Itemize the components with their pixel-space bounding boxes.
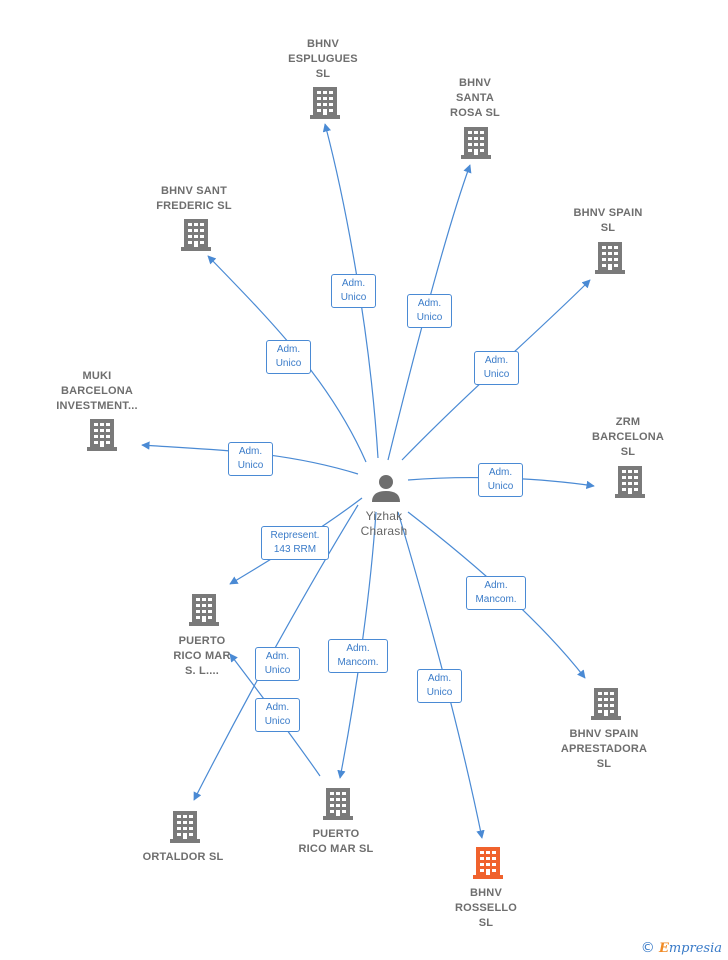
building-icon-puerto-rico-sl[interactable] bbox=[323, 788, 353, 820]
building-icon-puerto-rico-sl-dots[interactable] bbox=[189, 594, 219, 626]
edge-label-santa-rosa[interactable]: Adm.Unico bbox=[407, 294, 452, 328]
edge-to-santa-rosa bbox=[387, 164, 472, 461]
edge-label-sant-frederic[interactable]: Adm.Unico bbox=[266, 340, 311, 374]
edge-label-puerto-rico-sl-dots[interactable]: Represent.143 RRM bbox=[261, 526, 329, 560]
edge-label-esplugues[interactable]: Adm.Unico bbox=[331, 274, 376, 308]
building-icon-spain-apre[interactable] bbox=[591, 688, 621, 720]
edge-to-esplugues bbox=[322, 123, 379, 459]
edge-label-ortaldor[interactable]: Adm.Unico bbox=[255, 647, 300, 681]
building-icon-esplugues[interactable] bbox=[310, 87, 340, 119]
empresia-logo: © Empresia bbox=[640, 940, 722, 956]
edge-label-spain[interactable]: Adm.Unico bbox=[474, 351, 519, 385]
edge-label-rossello[interactable]: Adm.Unico bbox=[417, 669, 462, 703]
person-icon[interactable] bbox=[372, 475, 400, 502]
building-icon-santa-rosa[interactable] bbox=[461, 127, 491, 159]
building-icon-sant-frederic[interactable] bbox=[181, 219, 211, 251]
node-label-ortaldor[interactable]: ORTALDOR SL bbox=[142, 851, 224, 863]
building-icon-spain[interactable] bbox=[595, 242, 625, 274]
edge-label-muki[interactable]: Adm.Unico bbox=[228, 442, 273, 476]
edge-label-puerto-rico-sl[interactable]: Adm.Mancom. bbox=[328, 639, 388, 673]
building-icon-muki[interactable] bbox=[87, 419, 117, 451]
edge-label-spain-apre[interactable]: Adm.Mancom. bbox=[466, 576, 526, 610]
edge-label-zrm[interactable]: Adm.Unico bbox=[478, 463, 523, 497]
building-icon-ortaldor[interactable] bbox=[170, 811, 200, 843]
edge-label-puerto-rico-sl-dots[interactable]: Adm.Unico bbox=[255, 698, 300, 732]
person-name-label[interactable]: Yizhak Charash bbox=[360, 509, 408, 538]
building-icon-zrm[interactable] bbox=[615, 466, 645, 498]
building-icon-rossello[interactable] bbox=[473, 847, 503, 879]
